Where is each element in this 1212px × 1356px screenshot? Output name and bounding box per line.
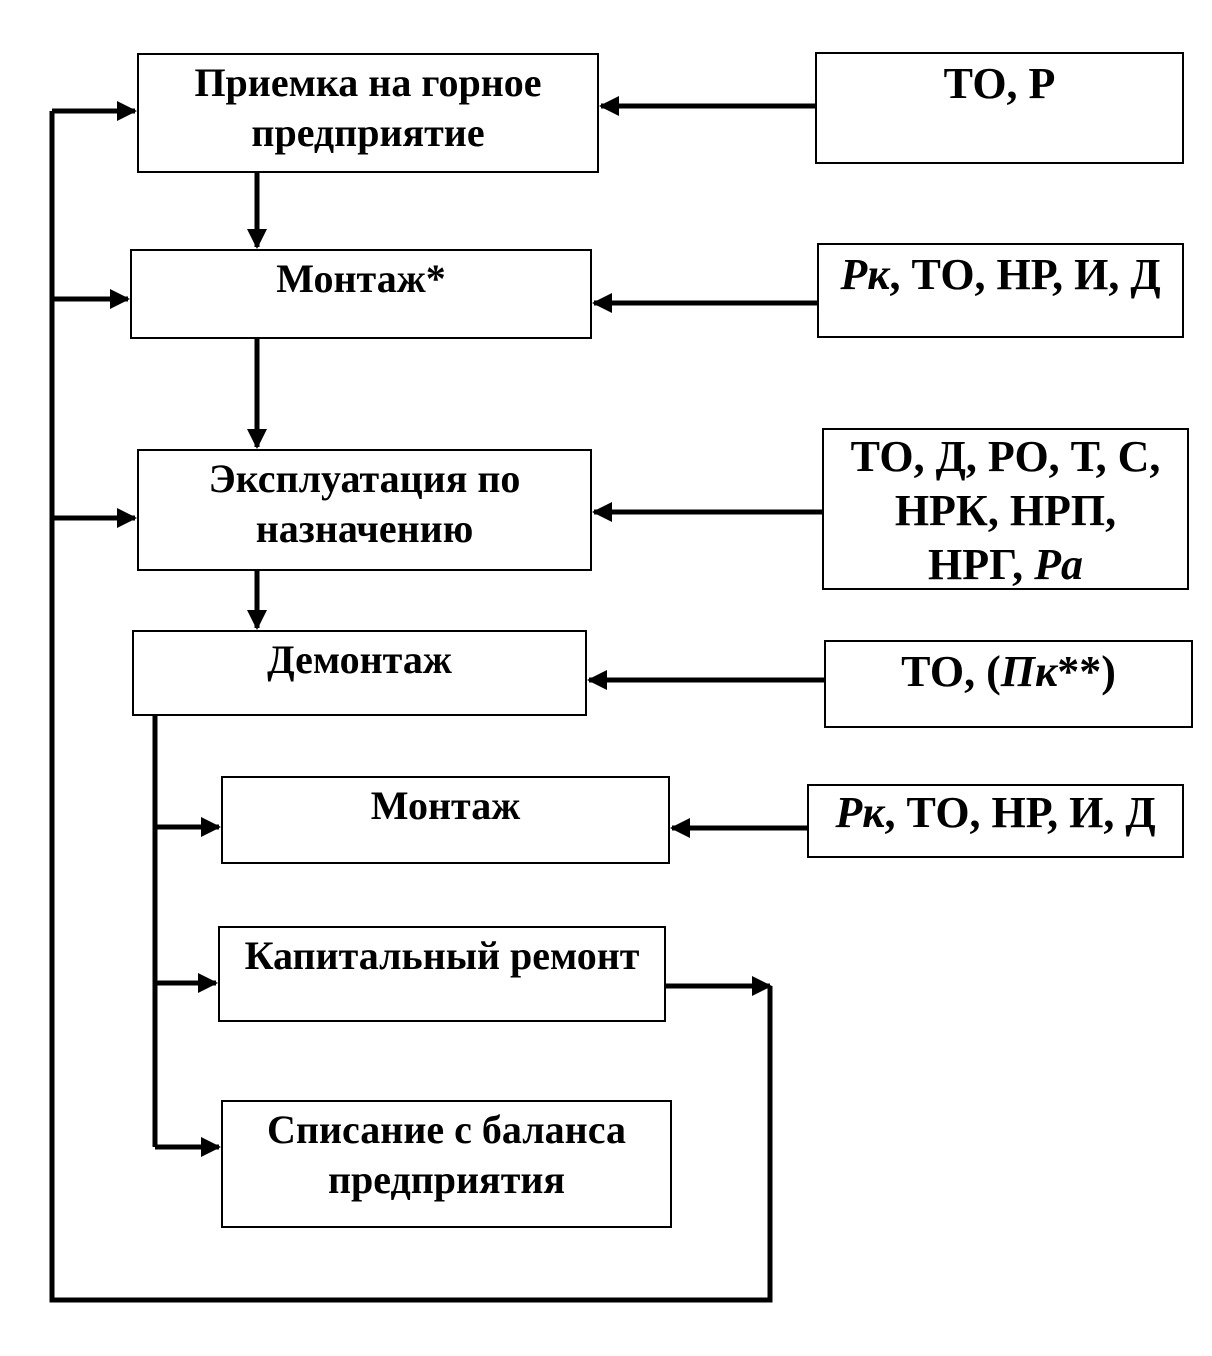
spisanie-label-line1: Списание с баланса — [267, 1107, 626, 1152]
resource-montazh-label: Рк, ТО, НР, И, Д — [819, 248, 1182, 302]
resource-ekspluatatsiya-line1: ТО, Д, РО, Т, С, — [850, 432, 1161, 481]
pa-symbol: Pa — [1034, 540, 1084, 589]
priemka-box: Приемка на горное предприятие — [137, 53, 599, 173]
resource-montazh-second-rest: , ТО, НР, И, Д — [884, 788, 1156, 837]
kapremont-box: Капитальный ремонт — [218, 926, 666, 1022]
priemka-label-line1: Приемка на горное — [194, 60, 542, 105]
montazh-second-box: Монтаж — [221, 776, 670, 864]
priemka-label-line2: предприятие — [251, 110, 485, 155]
spisanie-box: Списание с баланса предприятия — [221, 1100, 672, 1228]
resource-montazh-box: Рк, ТО, НР, И, Д — [817, 243, 1184, 338]
resource-demontazh-prefix: ТО, ( — [901, 647, 1001, 696]
resource-demontazh-suffix: **) — [1057, 647, 1116, 696]
resource-montazh-second-box: Рк, ТО, НР, И, Д — [807, 784, 1184, 858]
resource-ekspluatatsiya-line3: НРГ, Pa — [824, 538, 1187, 592]
resource-demontazh-label: ТО, (Пк**) — [826, 645, 1191, 699]
ekspluatatsiya-label-line2: назначению — [255, 506, 474, 551]
montazh-label: Монтаж* — [276, 256, 446, 301]
resource-priemka-box: ТО, Р — [815, 52, 1184, 164]
rk-symbol: Рк — [840, 250, 890, 299]
kapremont-label: Капитальный ремонт — [244, 933, 640, 978]
resource-montazh-rest: , ТО, НР, И, Д — [889, 250, 1161, 299]
ekspluatatsiya-box: Эксплуатация по назначению — [137, 449, 592, 571]
pk-symbol: Пк — [1000, 647, 1058, 696]
demontazh-box: Демонтаж — [132, 630, 587, 716]
montazh-box: Монтаж* — [130, 249, 592, 339]
resource-montazh-second-label: Рк, ТО, НР, И, Д — [809, 786, 1182, 840]
resource-priemka-label: ТО, Р — [943, 59, 1056, 108]
resource-ekspluatatsiya-box: ТО, Д, РО, Т, С, НРК, НРП, НРГ, Pa — [822, 428, 1189, 590]
rk-symbol-second: Рк — [835, 788, 885, 837]
ekspluatatsiya-label-line1: Эксплуатация по — [208, 456, 521, 501]
resource-ekspluatatsiya-line3-prefix: НРГ, — [927, 540, 1035, 589]
montazh-second-label: Монтаж — [370, 783, 521, 828]
spisanie-label-line2: предприятия — [327, 1157, 566, 1202]
demontazh-label: Демонтаж — [267, 637, 452, 682]
resource-demontazh-box: ТО, (Пк**) — [824, 640, 1193, 728]
resource-ekspluatatsiya-line2: НРК, НРП, — [894, 486, 1117, 535]
loop-line-outer — [49, 111, 773, 1303]
